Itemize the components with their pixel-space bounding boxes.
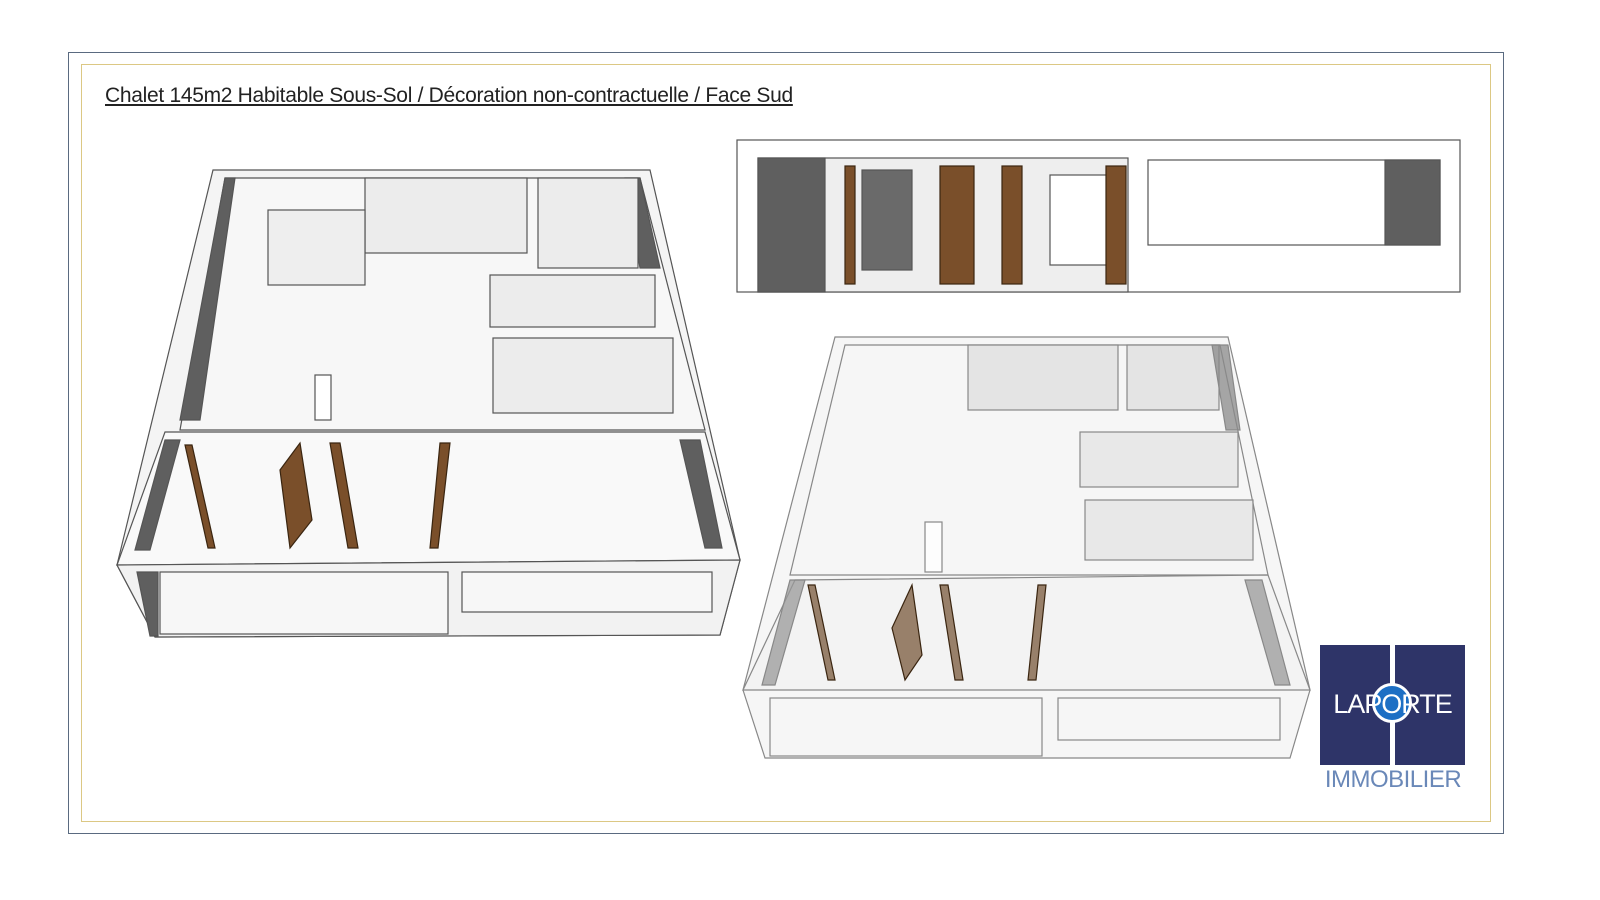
south-elevation bbox=[736, 139, 1461, 293]
logo-subtitle: IMMOBILIER bbox=[1324, 766, 1462, 793]
logo-circle bbox=[1372, 683, 1412, 723]
inner-frame bbox=[81, 64, 1491, 822]
left-3d-floorplan bbox=[116, 169, 741, 638]
laporte-logo: LAPORTE bbox=[1320, 645, 1465, 765]
page-title: Chalet 145m2 Habitable Sous-Sol / Décora… bbox=[105, 84, 793, 107]
logo-brand: LAPORTE bbox=[1333, 689, 1453, 719]
outer-frame bbox=[68, 52, 1504, 834]
right-transparent-3d-floorplan bbox=[742, 336, 1311, 759]
